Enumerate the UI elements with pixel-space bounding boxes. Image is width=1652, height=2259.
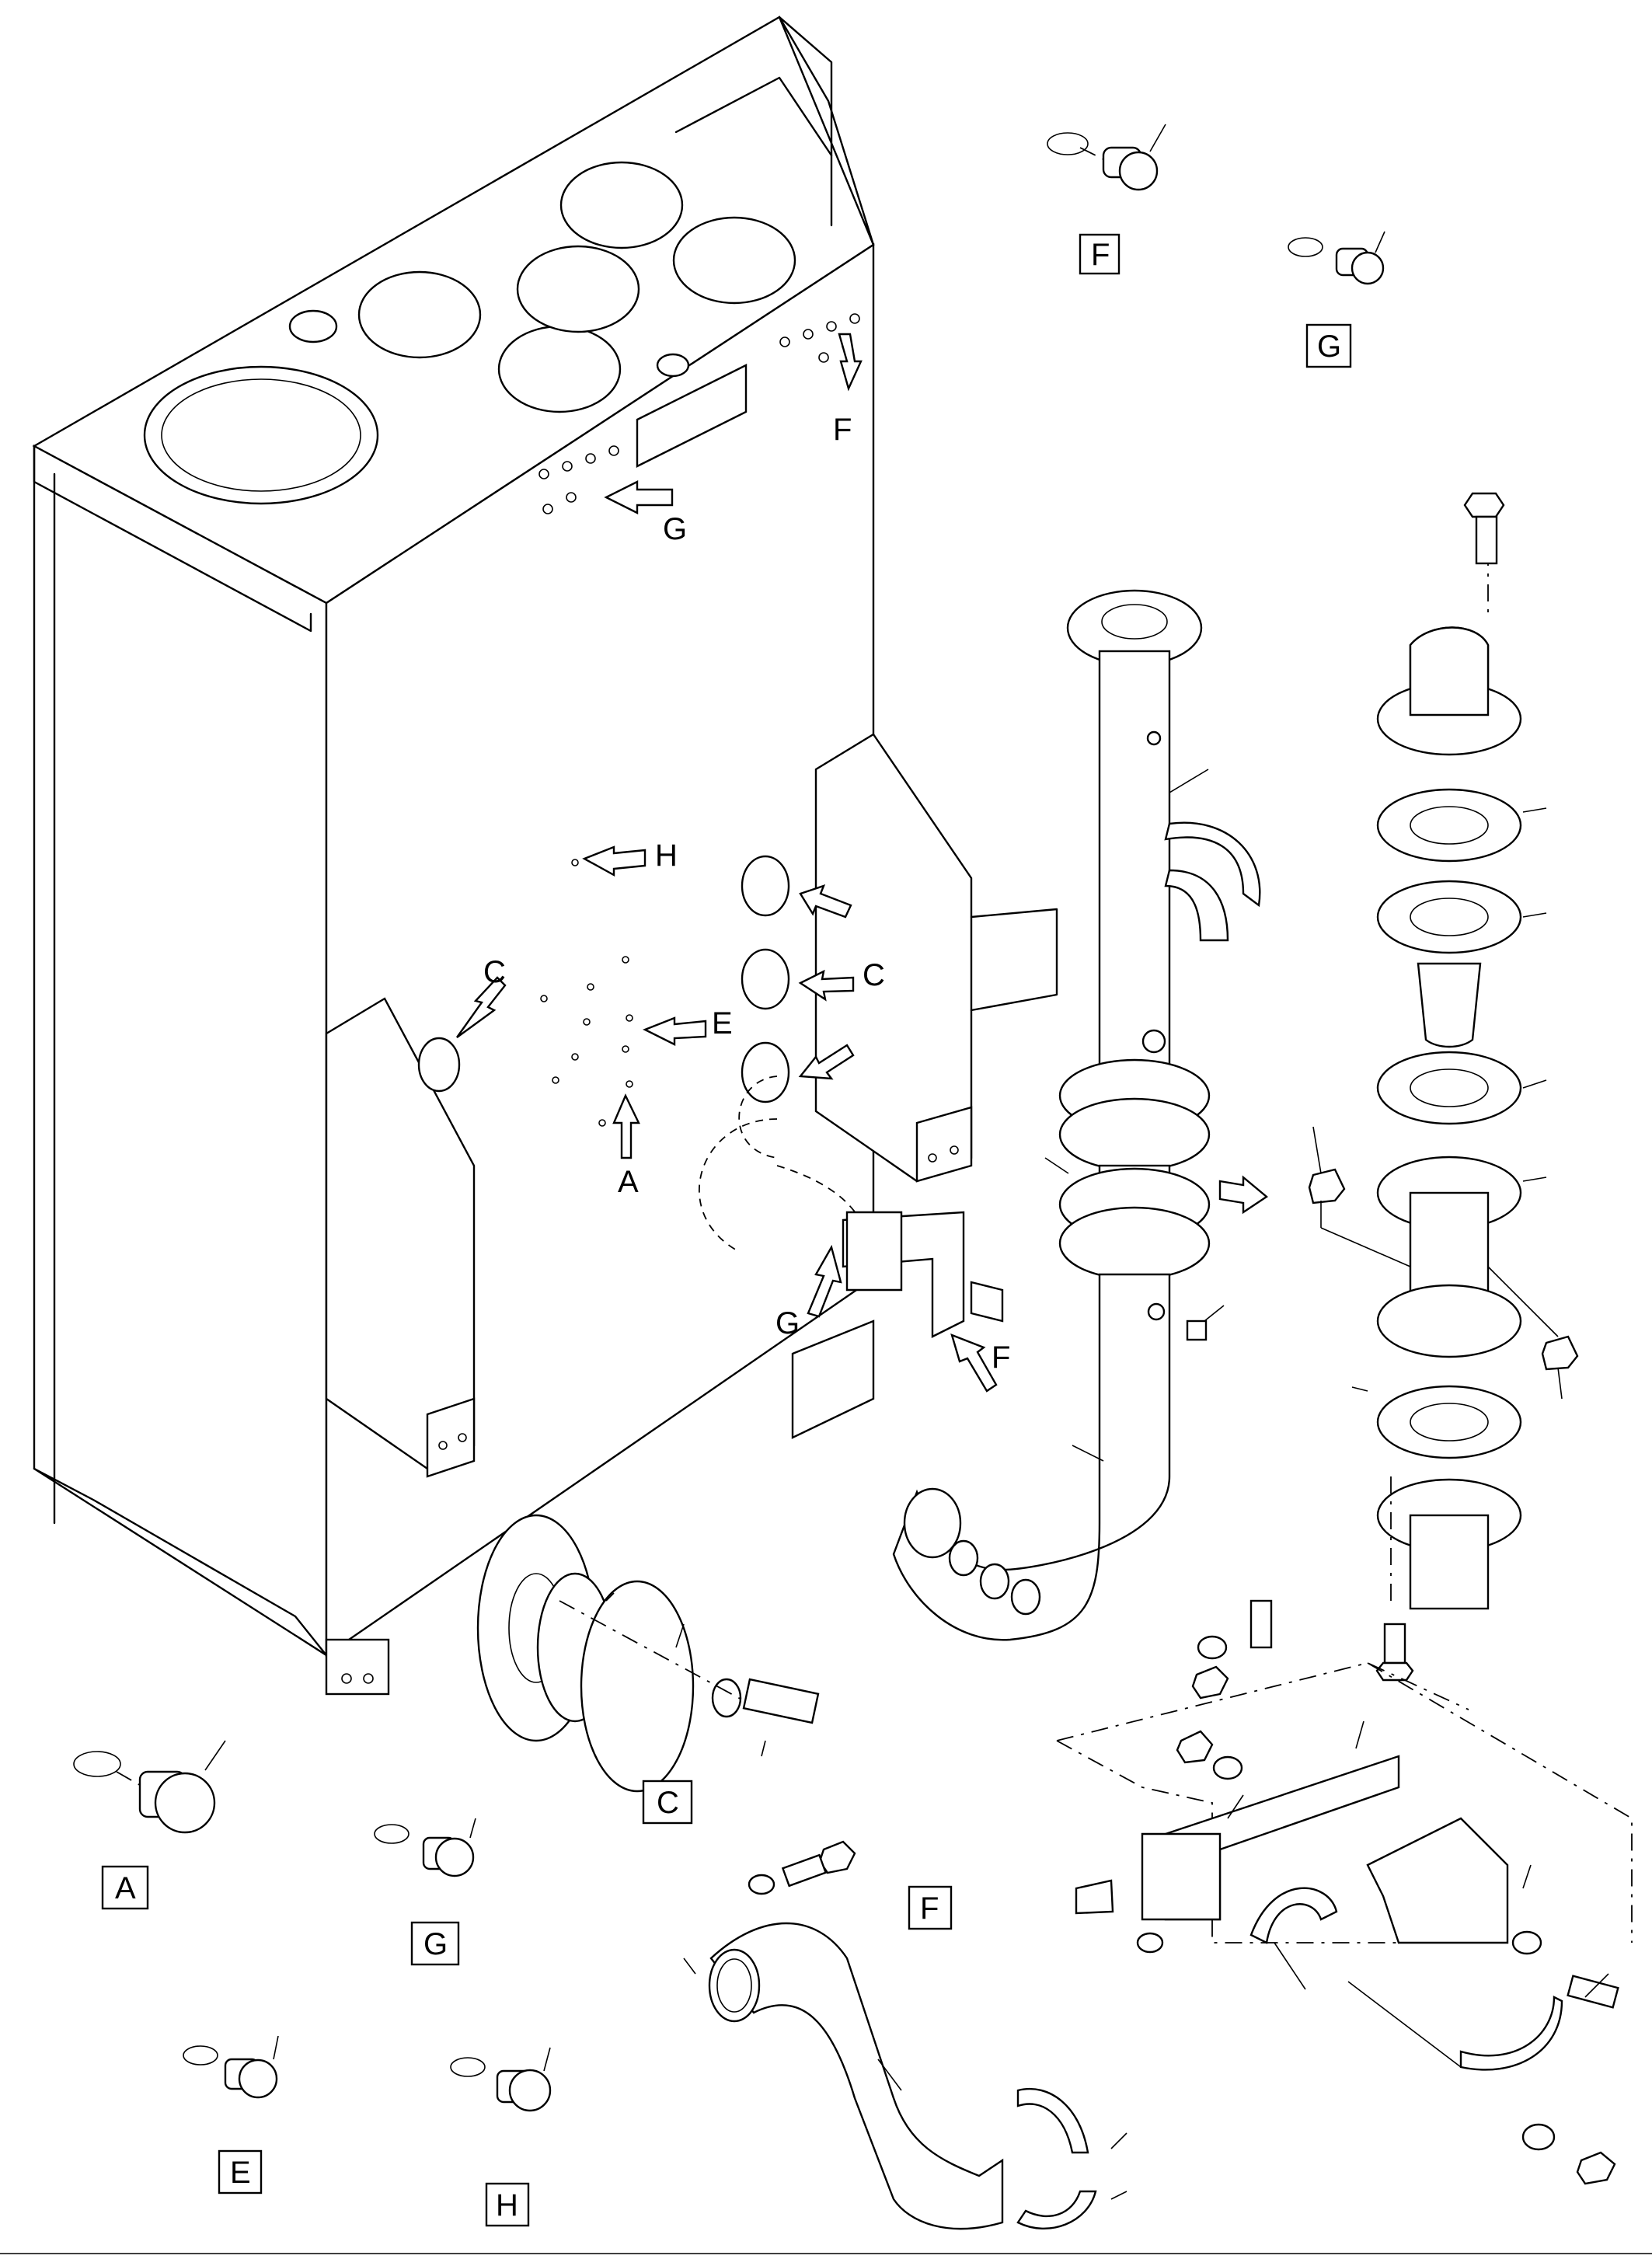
left-support-bracket	[325, 997, 476, 1478]
tank-top-openings	[143, 161, 796, 505]
svg-text:G: G	[1317, 329, 1341, 364]
tank-outlet-manifold	[842, 1211, 1004, 1338]
detail-label-E: E	[218, 2149, 263, 2195]
callout-C-tank-right: C	[863, 958, 885, 992]
callout-F-tank: F	[833, 413, 852, 447]
detail-label-F-pipe: F	[908, 1885, 953, 1930]
svg-text:G: G	[423, 1927, 448, 1961]
detail-label-G-mid: G	[410, 1921, 460, 1966]
callout-F-tank-lower: F	[992, 1340, 1010, 1375]
plug-detail-F	[1047, 124, 1166, 191]
plug-detail-H	[450, 2047, 552, 2112]
svg-text:F: F	[1091, 238, 1110, 272]
callout-G-tank-lower: G	[775, 1306, 800, 1340]
tank-callouts: F G H C C E A G F	[483, 413, 1010, 1375]
plug-detail-E	[183, 2035, 279, 2099]
plug-detail-G-top	[1288, 231, 1385, 285]
bottom-pipe-F	[683, 1840, 1127, 2230]
svg-text:A: A	[115, 1871, 136, 1905]
callout-E-tank: E	[712, 1006, 733, 1041]
callout-G-tank: G	[663, 512, 687, 546]
cover-plate-C	[476, 1514, 820, 1793]
svg-text:F: F	[920, 1891, 939, 1926]
detail-label-C: C	[642, 1780, 693, 1825]
callout-H-tank: H	[655, 838, 678, 873]
detail-label-A: A	[101, 1865, 149, 1910]
callout-C-tank-left: C	[483, 955, 506, 989]
detail-label-F-top: F	[1079, 233, 1121, 275]
plug-detail-G-mid	[374, 1818, 476, 1877]
callout-A-tank: A	[618, 1165, 639, 1199]
plug-detail-A	[73, 1740, 226, 1834]
exploded-flange-stack	[1308, 492, 1579, 1682]
detail-label-H: H	[485, 2182, 530, 2227]
detail-label-G-top: G	[1305, 323, 1352, 368]
tank-side-flanges	[417, 855, 790, 1103]
svg-text:C: C	[657, 1786, 679, 1820]
right-support-bracket	[814, 733, 1058, 1183]
tank-arrows	[456, 333, 998, 1393]
svg-text:H: H	[496, 2188, 518, 2222]
bracket-assembly	[1056, 1599, 1633, 2185]
svg-text:E: E	[230, 2156, 251, 2190]
vertical-pipe-assembly	[892, 589, 1269, 1641]
